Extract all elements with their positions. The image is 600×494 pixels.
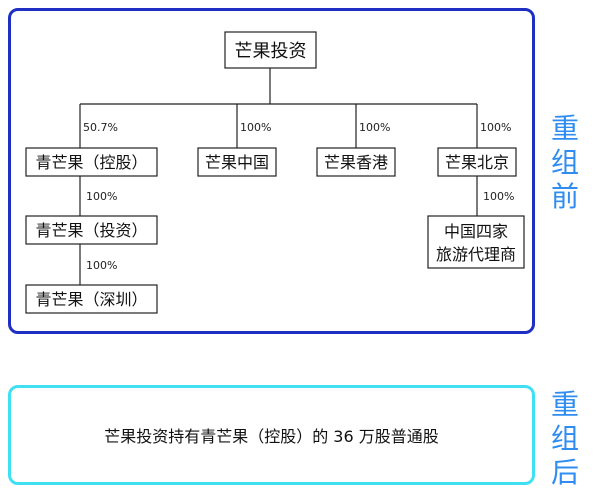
before-restructuring-panel (8, 8, 535, 334)
edge-label-qing-holding-qing-invest: 100% (86, 190, 117, 203)
node-box-cn-agency (427, 215, 525, 269)
node-cn-agency-line1: 中国四家 (444, 222, 508, 241)
after-restructuring-panel (8, 385, 535, 485)
before-label: 重 组 前 (547, 112, 583, 214)
node-qing-invest: 青芒果（投资） (35, 221, 147, 240)
node-box-mango-china (197, 147, 277, 177)
before-label-char-2: 组 (550, 146, 579, 179)
node-mango-bj: 芒果北京 (445, 153, 509, 172)
before-label-char-1: 重 (550, 112, 579, 145)
node-box-mango-hk (316, 147, 396, 177)
edge-label-root-mango-china: 100% (240, 121, 271, 134)
edge-label-qing-invest-qing-sz: 100% (86, 259, 117, 272)
node-cn-agency-line2: 旅游代理商 (436, 245, 516, 264)
node-root: 芒果投资 (235, 41, 307, 62)
after-description: 芒果投资持有青芒果（控股）的 36 万股普通股 (8, 385, 535, 485)
edge-label-root-mango-bj: 100% (480, 121, 511, 134)
node-qing-sz: 青芒果（深圳） (35, 290, 147, 309)
after-label-char-3: 后 (550, 456, 579, 489)
node-mango-china: 芒果中国 (205, 153, 269, 172)
node-box-qing-invest (25, 215, 158, 245)
node-box-qing-holding (25, 147, 158, 177)
after-label-char-1: 重 (550, 388, 579, 421)
edge-label-root-qing-holding: 50.7% (83, 121, 118, 134)
before-label-char-3: 前 (550, 180, 579, 213)
after-description-text: 芒果投资持有青芒果（控股）的 36 万股普通股 (104, 427, 439, 446)
after-label: 重 组 后 (547, 388, 583, 490)
node-box-root (224, 31, 317, 69)
edge-label-root-mango-hk: 100% (359, 121, 390, 134)
edge-label-mango-bj-cn-agency: 100% (483, 190, 514, 203)
node-qing-holding: 青芒果（控股） (35, 153, 147, 172)
node-box-mango-bj (437, 147, 517, 177)
node-box-qing-sz (25, 284, 158, 314)
node-mango-hk: 芒果香港 (324, 153, 388, 172)
after-label-char-2: 组 (550, 422, 579, 455)
